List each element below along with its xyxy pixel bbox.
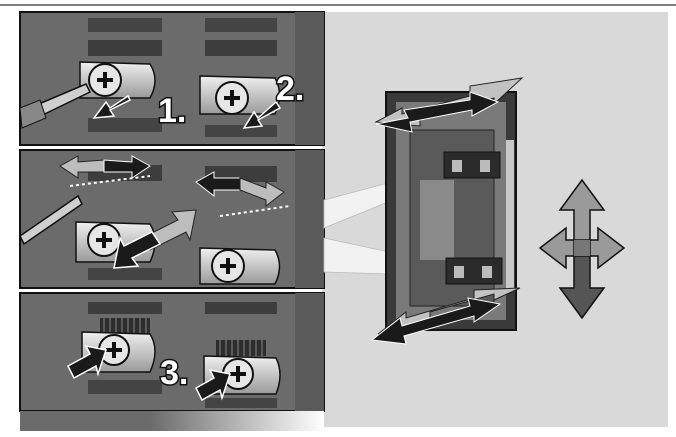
screwdriver-icon	[19, 83, 92, 129]
panel-step-1: 1. 2.	[19, 11, 325, 146]
step-2-label: 2.	[276, 70, 304, 108]
arrow-icon	[195, 368, 231, 402]
double-arrow-icon	[103, 155, 151, 179]
step-1-label: 1.	[158, 92, 186, 130]
screw-icon	[211, 249, 245, 283]
screw-icon	[87, 223, 121, 257]
panel-step-3: 3.	[19, 292, 325, 412]
arrow-icon	[92, 94, 132, 119]
double-arrow-icon	[375, 91, 500, 133]
screw-icon	[215, 81, 249, 115]
double-arrow-icon	[239, 177, 285, 208]
double-arrow-icon	[370, 297, 502, 345]
arrow-icon	[113, 231, 162, 269]
arrow-icon	[242, 100, 282, 129]
panel-step-2	[19, 149, 325, 289]
screw-icon	[88, 63, 122, 97]
four-way-arrow-icon	[538, 178, 626, 320]
step-3-label: 3.	[160, 354, 188, 392]
screwdriver-icon	[19, 194, 83, 246]
arrow-icon	[67, 344, 107, 380]
